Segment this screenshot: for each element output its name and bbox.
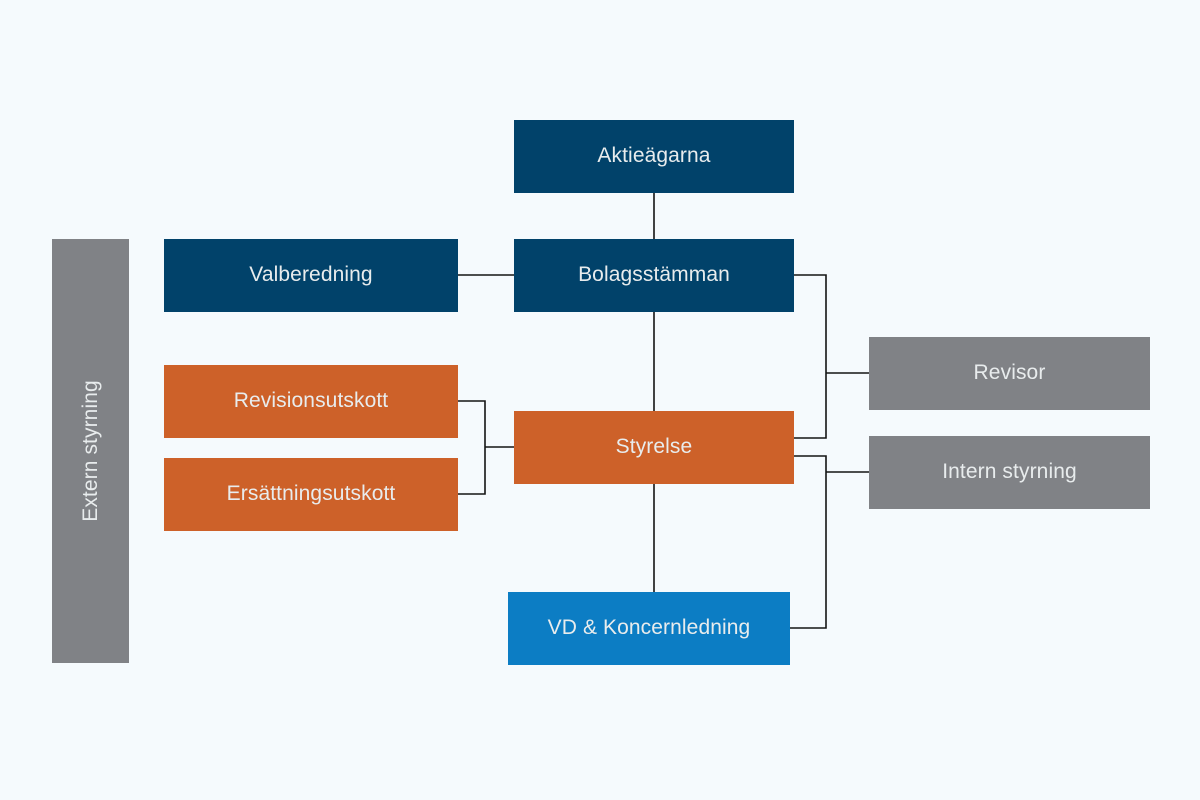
node-label: Revisor (973, 361, 1046, 385)
node-vd[interactable]: VD & Koncernledning (508, 592, 790, 665)
connector-committees-bracket-to-styrelse (458, 400, 486, 495)
node-label: VD & Koncernledning (547, 616, 751, 640)
node-label: Ersättningsutskott (226, 482, 396, 506)
node-label: Valberedning (249, 263, 373, 287)
connector-styrelse-right-bracket-to-vd (790, 455, 827, 629)
node-valberedning[interactable]: Valberedning (164, 239, 458, 312)
node-label: Aktieägarna (597, 144, 711, 168)
extern-styrning-sidebar: Extern styrning (52, 239, 129, 663)
node-aktieagarna[interactable]: Aktieägarna (514, 120, 794, 193)
node-label: Styrelse (615, 435, 693, 459)
node-ersattningsutskott[interactable]: Ersättningsutskott (164, 458, 458, 531)
node-styrelse[interactable]: Styrelse (514, 411, 794, 484)
extern-styrning-label: Extern styrning (78, 380, 102, 522)
node-intern_styrning[interactable]: Intern styrning (869, 436, 1150, 509)
node-revisor[interactable]: Revisor (869, 337, 1150, 410)
node-bolagsstamman[interactable]: Bolagsstämman (514, 239, 794, 312)
connector-bolagsstamman-right-bracket-to-styrelse (794, 274, 827, 439)
node-revisionsutskott[interactable]: Revisionsutskott (164, 365, 458, 438)
node-label: Bolagsstämman (578, 263, 730, 287)
node-label: Revisionsutskott (233, 389, 389, 413)
node-label: Intern styrning (942, 460, 1077, 484)
